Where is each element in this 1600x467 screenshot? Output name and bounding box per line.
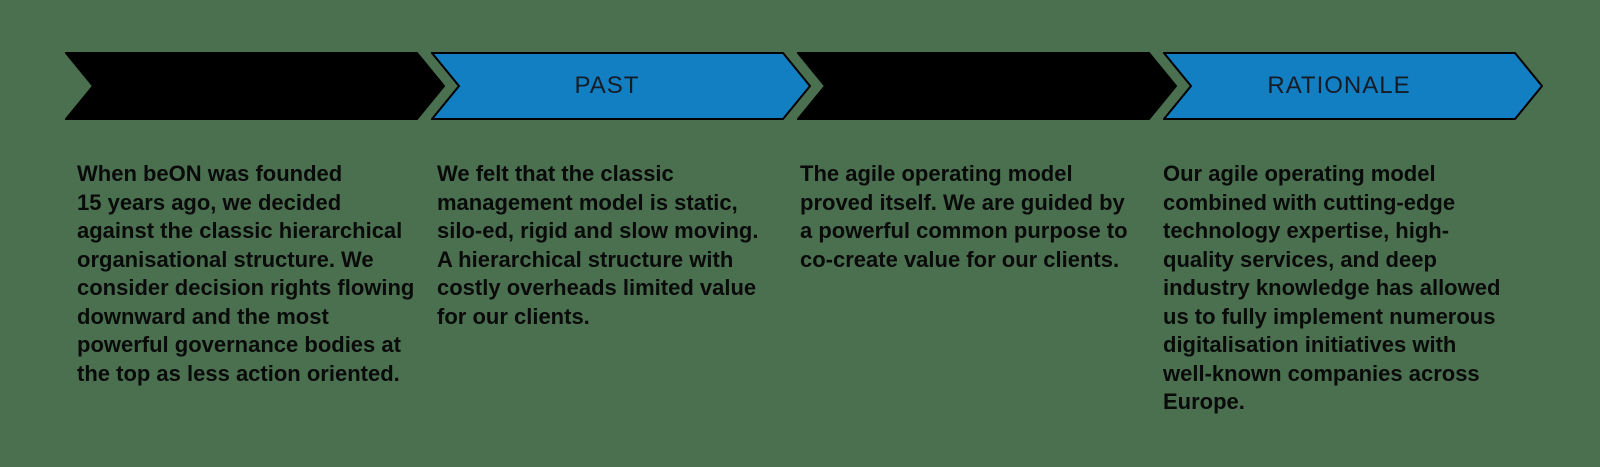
chevron-arrow-4-icon [1163, 52, 1543, 120]
chevron-arrow-3-shape [797, 52, 1177, 120]
chevron-arrow-4-shape [1163, 52, 1543, 120]
column-1-body-text: When beON was founded 15 years ago, we d… [77, 161, 415, 386]
column-4-body-text: Our agile operating model combined with … [1163, 161, 1501, 414]
chevron-arrow-2-shape [431, 52, 811, 120]
chevron-arrow-3-icon [797, 52, 1177, 120]
chevron-arrow-1-icon [65, 52, 445, 120]
chevron-arrow-1-shape [65, 52, 445, 120]
column-3-body-text: The agile operating model proved itself.… [800, 161, 1128, 272]
column-2-body-text: We felt that the classic management mode… [437, 161, 759, 329]
chevron-arrow-2-icon [431, 52, 811, 120]
